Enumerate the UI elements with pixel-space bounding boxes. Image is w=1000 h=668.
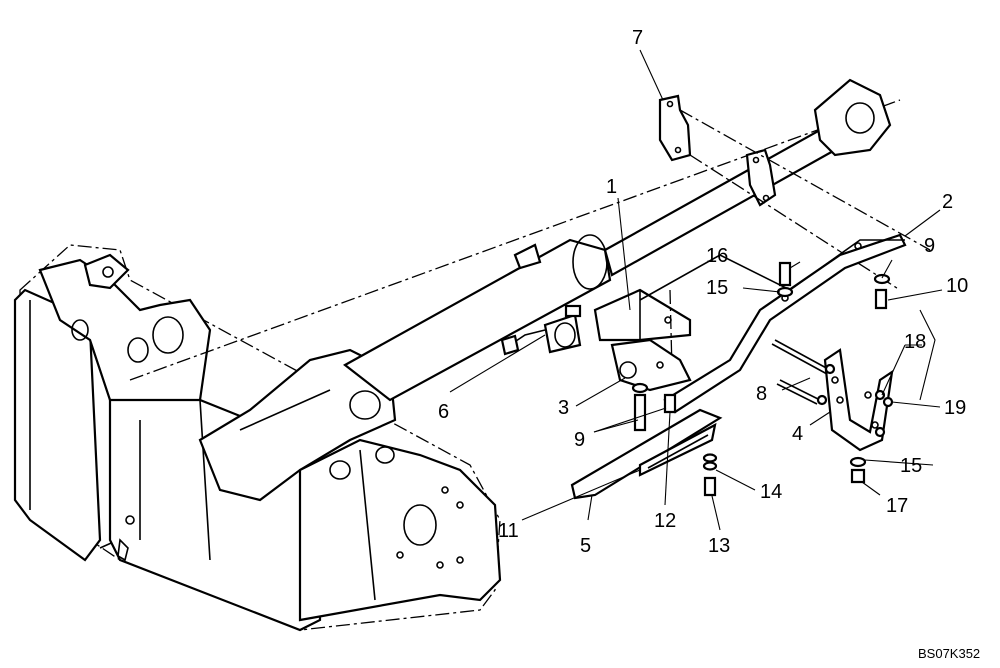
callout-12: 12 (654, 510, 676, 532)
support-bracket (823, 348, 894, 452)
callout-4: 4 (792, 423, 803, 445)
callout-5: 5 (580, 535, 591, 557)
sensor-switch (500, 304, 582, 356)
callout-17: 17 (886, 495, 908, 517)
callout-6: 6 (438, 401, 449, 423)
drawing-reference-code: BS07K352 (918, 646, 980, 661)
mount-bracket (593, 288, 692, 392)
callout-15-right: 15 (900, 455, 922, 477)
callout-16: 16 (706, 245, 728, 267)
callout-1: 1 (606, 176, 617, 198)
callout-15-left: 15 (706, 277, 728, 299)
callout-10: 10 (946, 275, 968, 297)
callout-9-right: 9 (924, 235, 935, 257)
hardware-bolts-nuts (631, 261, 894, 497)
callout-8: 8 (756, 383, 767, 405)
callout-2: 2 (942, 191, 953, 213)
long-bolts (771, 339, 836, 406)
callout-9-left: 9 (574, 429, 585, 451)
hydraulic-cylinder (129, 78, 901, 402)
callout-11: 11 (498, 520, 519, 542)
callout-7: 7 (632, 27, 643, 49)
callout-19: 19 (944, 397, 966, 419)
leader-lines (449, 49, 943, 531)
callout-14: 14 (760, 481, 782, 503)
callout-labels: 1 2 3 4 5 6 7 8 9 9 10 11 12 13 14 15 15… (438, 27, 968, 557)
callout-13: 13 (708, 535, 730, 557)
loader-frame (13, 244, 502, 632)
wear-plate (570, 408, 723, 500)
callout-3: 3 (558, 397, 569, 419)
callout-18: 18 (904, 331, 926, 353)
clamp-halves (658, 94, 931, 291)
